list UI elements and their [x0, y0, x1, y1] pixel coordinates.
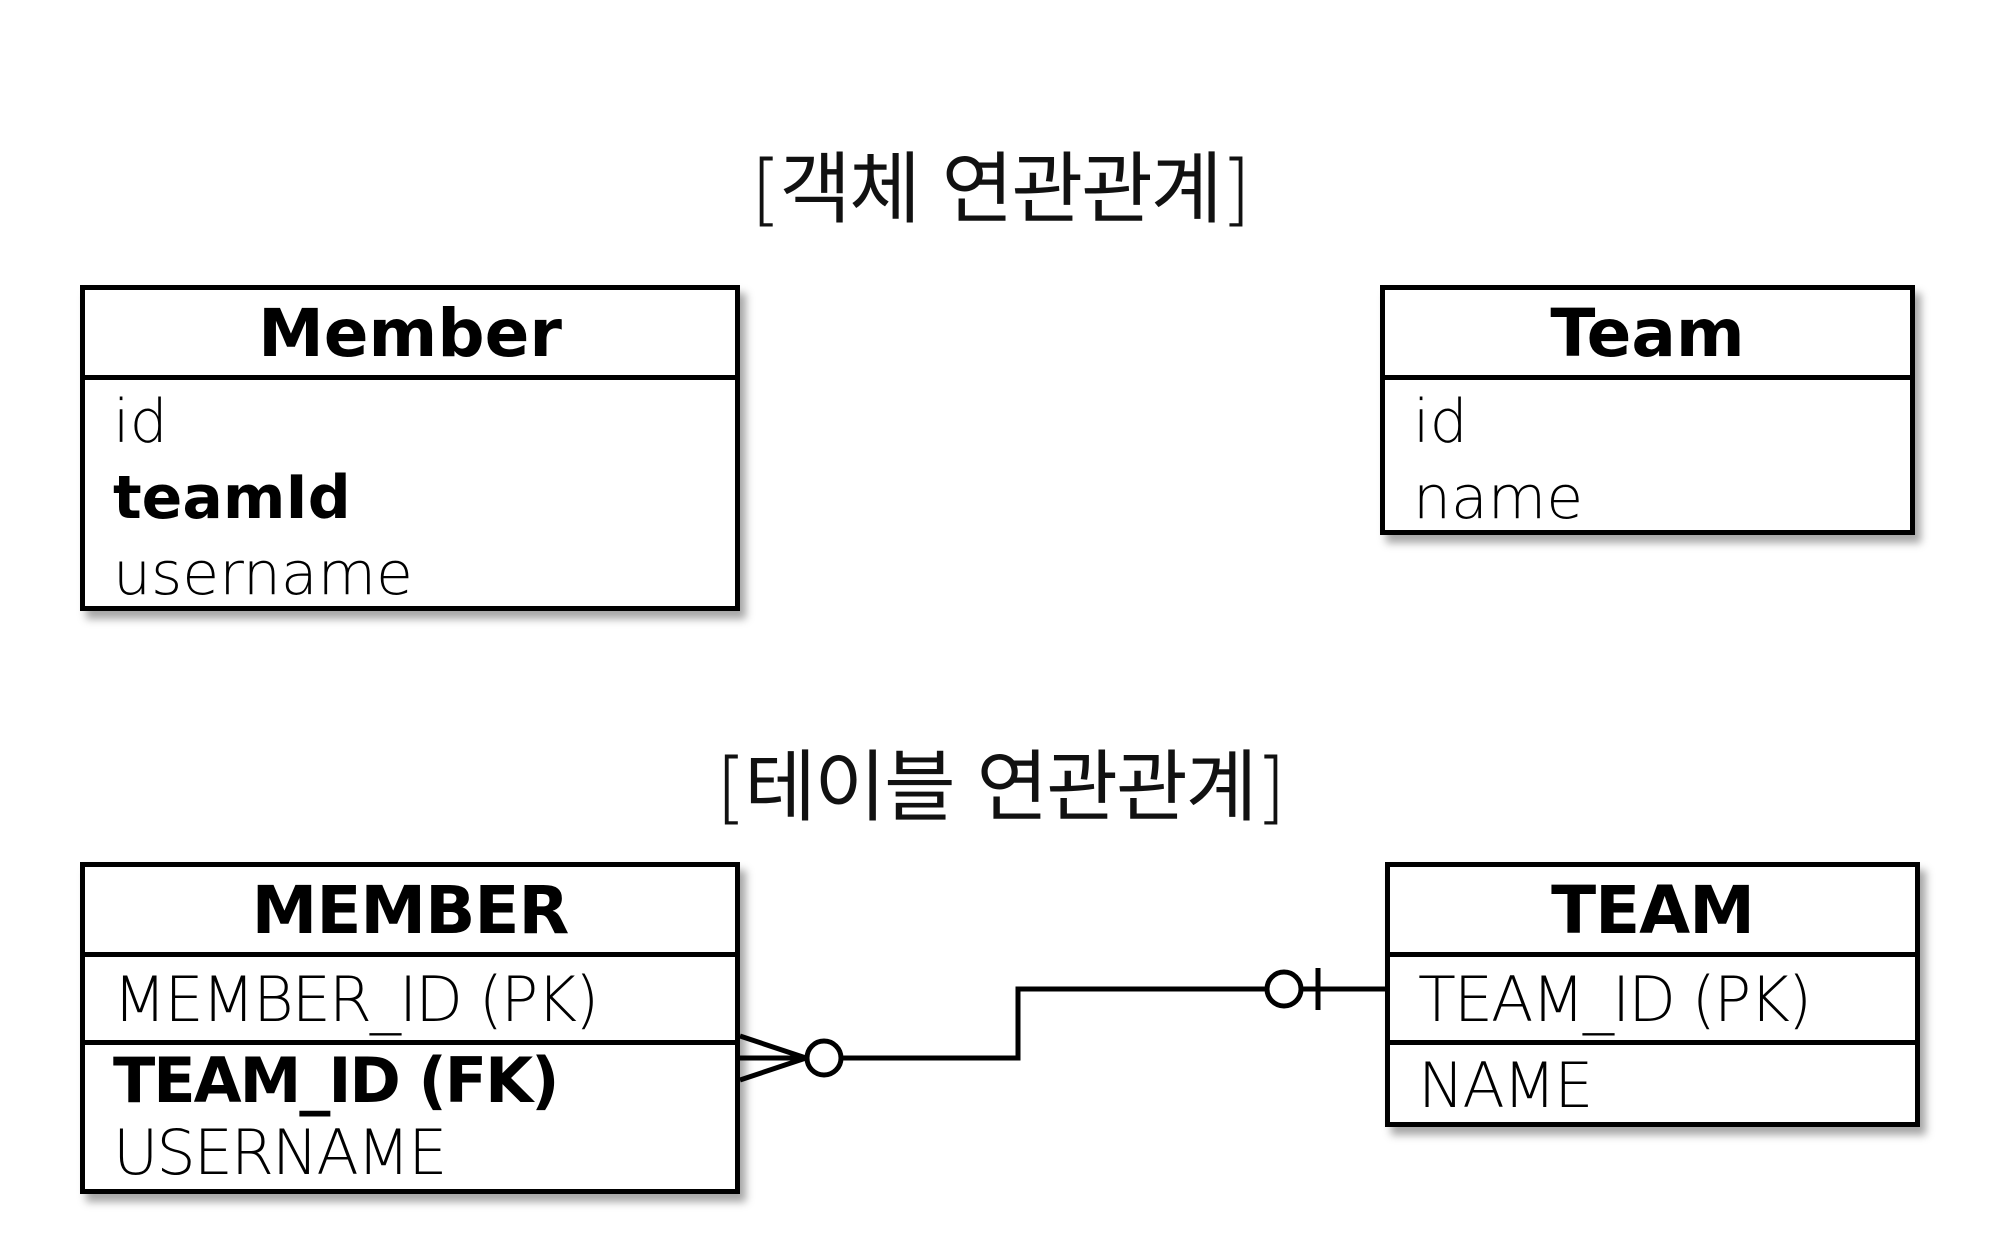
table-section-title: [테이블 연관관계]: [716, 743, 1286, 833]
team-object-entity: Team id name: [1380, 285, 1915, 535]
relationship-line: [841, 986, 1266, 1061]
member-field-teamid: teamId: [113, 463, 351, 533]
member-table-entity: MEMBER MEMBER_ID (PK) TEAM_ID (FK) USERN…: [80, 862, 740, 1194]
member-username-field: USERNAME: [113, 1116, 447, 1189]
member-field-id: id: [113, 387, 168, 457]
crows-foot-upper: [739, 1033, 807, 1061]
object-section-title: [객체 연관관계]: [750, 145, 1251, 235]
team-object-title: Team: [1385, 290, 1910, 380]
team-pk-field: TEAM_ID (PK): [1418, 963, 1812, 1036]
member-table-title: MEMBER: [85, 867, 735, 957]
team-field-name: name: [1413, 463, 1584, 533]
team-table-title: TEAM: [1390, 867, 1915, 957]
member-fk-field: TEAM_ID (FK): [113, 1044, 560, 1117]
member-object-entity: Member id teamId username: [80, 285, 740, 611]
crows-foot-lower: [739, 1055, 807, 1083]
member-field-username: username: [113, 539, 413, 609]
team-field-id: id: [1413, 387, 1468, 457]
team-table-entity: TEAM TEAM_ID (PK) NAME: [1385, 862, 1920, 1127]
zero-circle-member-side: [804, 1038, 844, 1078]
member-object-title: Member: [85, 290, 735, 380]
member-pk-field: MEMBER_ID (PK): [113, 963, 599, 1036]
zero-circle-team-side: [1264, 969, 1304, 1009]
team-name-field: NAME: [1418, 1049, 1593, 1122]
